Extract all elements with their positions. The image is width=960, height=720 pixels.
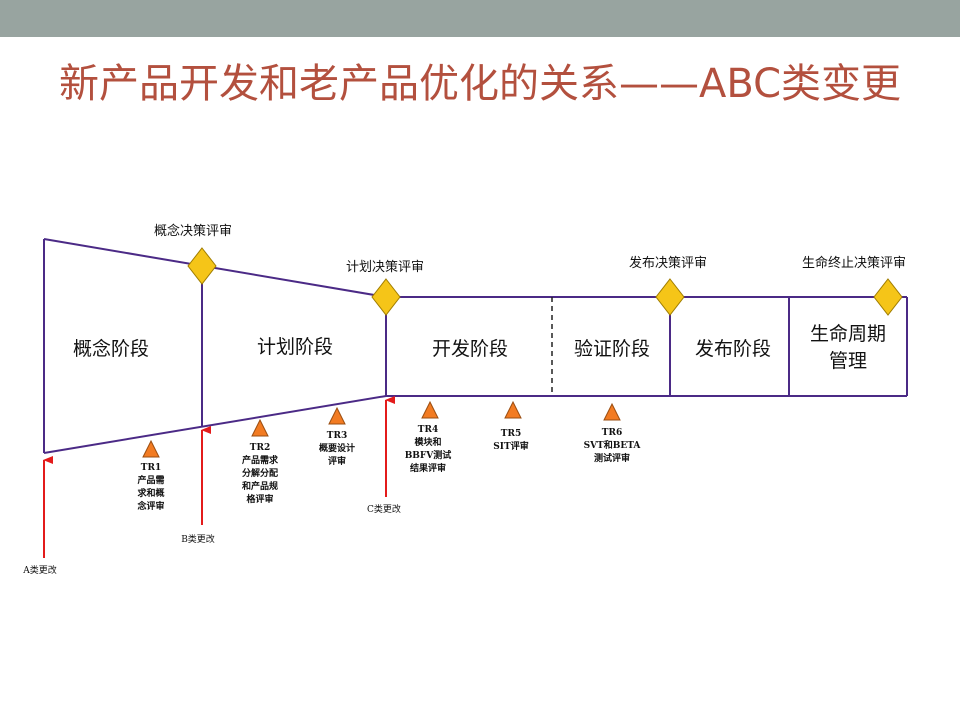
decision-review-release-label: 发布决策评审 bbox=[629, 255, 707, 271]
tr4-triangle bbox=[421, 400, 439, 419]
tr6-id: TR6 bbox=[602, 428, 622, 438]
tr2-desc-line: 分解分配 bbox=[242, 467, 278, 479]
tr2-triangle bbox=[251, 418, 269, 437]
tr3-desc-line: 概要设计 bbox=[319, 442, 355, 454]
decision-review-eol-label: 生命终止决策评审 bbox=[802, 255, 906, 271]
decision-diamond-plan bbox=[371, 278, 401, 316]
stage-lifecycle-label-2: 管理 bbox=[829, 350, 867, 372]
stage-release-label: 发布阶段 bbox=[695, 338, 771, 360]
slide-title: 新产品开发和老产品优化的关系——ABC类变更 bbox=[58, 61, 902, 107]
tr4-desc-line: 结果评审 bbox=[410, 462, 446, 474]
decision-review-plan-label: 计划决策评审 bbox=[346, 259, 424, 275]
stage-plan-label: 计划阶段 bbox=[257, 336, 333, 358]
decision-diamond-eol bbox=[873, 278, 903, 316]
outline-bottom-slope bbox=[43, 395, 387, 454]
tr4-desc-line: 模块和 bbox=[414, 436, 441, 448]
tr6-triangle bbox=[603, 402, 621, 421]
tr5-triangle bbox=[504, 400, 522, 419]
tr6-desc-line: SVT和BETA bbox=[584, 439, 642, 451]
tr1-desc-line: 产品需 bbox=[137, 474, 164, 486]
tr1-id: TR1 bbox=[141, 463, 161, 473]
decision-diamond-release bbox=[655, 278, 685, 316]
stage-verify-label: 验证阶段 bbox=[574, 338, 650, 360]
stage-develop-label: 开发阶段 bbox=[432, 338, 508, 360]
change-c-label: C类更改 bbox=[367, 503, 401, 515]
decision-review-concept-label: 概念决策评审 bbox=[154, 223, 232, 239]
tr4-desc-line: BBFV测试 bbox=[405, 449, 452, 461]
tr1-triangle bbox=[142, 439, 160, 458]
tr2-desc-line: 格评审 bbox=[246, 493, 273, 505]
tr1-desc-line: 念评审 bbox=[136, 500, 164, 512]
stage-concept-label: 概念阶段 bbox=[73, 337, 149, 360]
change-b-label: B类更改 bbox=[181, 533, 215, 545]
tr4-id: TR4 bbox=[418, 425, 438, 435]
tr3-desc-line: 评审 bbox=[328, 455, 346, 467]
tr2-desc-line: 产品需求 bbox=[242, 454, 279, 466]
top-band bbox=[0, 0, 960, 37]
change-a-label: A类更改 bbox=[22, 564, 57, 576]
tr3-id: TR3 bbox=[327, 431, 347, 441]
tr5-id: TR5 bbox=[501, 429, 521, 439]
tr1-desc-line: 求和概 bbox=[137, 487, 164, 499]
decision-diamond-concept bbox=[187, 247, 217, 285]
tr2-id: TR2 bbox=[250, 443, 270, 453]
tr5-desc-line: SIT评审 bbox=[493, 440, 528, 452]
tr2-desc-line: 和产品规 bbox=[241, 480, 278, 492]
tr6-desc-line: 测试评审 bbox=[594, 452, 630, 464]
stage-lifecycle-label-1: 生命周期 bbox=[810, 323, 886, 345]
funnel-outline bbox=[43, 238, 908, 454]
tr3-triangle bbox=[328, 406, 346, 425]
